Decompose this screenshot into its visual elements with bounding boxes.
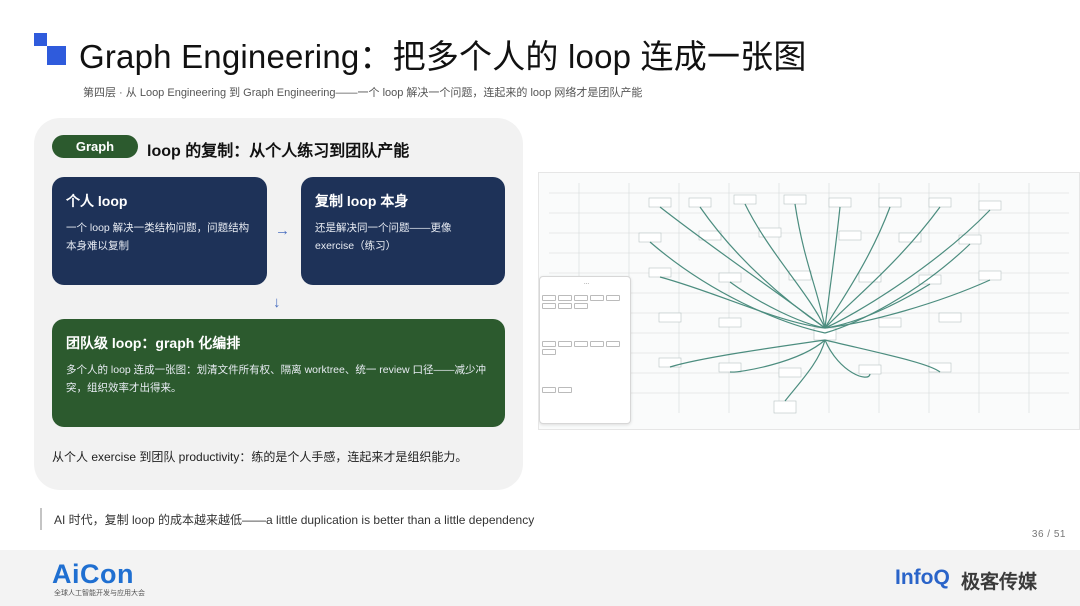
card-personal-loop-body: 一个 loop 解决一类结构问题，问题结构本身难以复制	[66, 222, 250, 252]
aicon-subtitle: 全球人工智能开发与应用大会	[54, 590, 145, 597]
card-team-loop-body: 多个人的 loop 连成一张图：划清文件所有权、隔离 worktree、统一 r…	[66, 364, 487, 394]
slide-subtitle: 第四层 · 从 Loop Engineering 到 Graph Enginee…	[83, 87, 643, 99]
quote-text: AI 时代，复制 loop 的成本越来越低——a little duplicat…	[54, 513, 535, 527]
section-heading: loop 的复制：从个人练习到团队产能	[147, 143, 410, 160]
card-copy-loop-title: 复制 loop 本身	[315, 193, 409, 209]
graph-screenshot: ···	[538, 172, 1080, 430]
quote-bar	[40, 508, 42, 530]
aicon-logo: AiCon	[52, 559, 134, 589]
task-block	[542, 385, 628, 393]
card-team-loop: 团队级 loop：graph 化编排 多个人的 loop 连成一张图：划清文件所…	[52, 319, 505, 427]
graph-tag-pill: Graph	[52, 135, 138, 158]
footer-bar	[0, 550, 1080, 606]
card-team-loop-title: 团队级 loop：graph 化编排	[66, 335, 241, 351]
arrow-right-icon: →	[275, 222, 290, 239]
card-copy-loop: 复制 loop 本身 还是解决同一个问题——更像 exercise（练习）	[301, 177, 505, 285]
card-personal-loop-title: 个人 loop	[66, 193, 128, 209]
infoq-logo: InfoQ	[895, 566, 950, 589]
card-copy-loop-body: 还是解决同一个问题——更像 exercise（练习）	[315, 222, 452, 252]
task-panel-title: ···	[584, 281, 589, 287]
card-personal-loop: 个人 loop 一个 loop 解决一类结构问题，问题结构本身难以复制	[52, 177, 267, 285]
slide-logo-mark	[34, 33, 66, 65]
task-block	[542, 339, 628, 355]
conclusion-text: 从个人 exercise 到团队 productivity：练的是个人手感，连起…	[52, 450, 468, 464]
infoq-logo-cn: 极客传媒	[961, 572, 1038, 593]
graph-visualization	[549, 183, 1069, 414]
slide-title: Graph Engineering：把多个人的 loop 连成一张图	[79, 38, 807, 75]
task-panel: ···	[539, 276, 631, 424]
arrow-down-icon: ↓	[273, 294, 281, 311]
page-number: 36 / 51	[1031, 529, 1066, 540]
task-block	[542, 293, 628, 309]
